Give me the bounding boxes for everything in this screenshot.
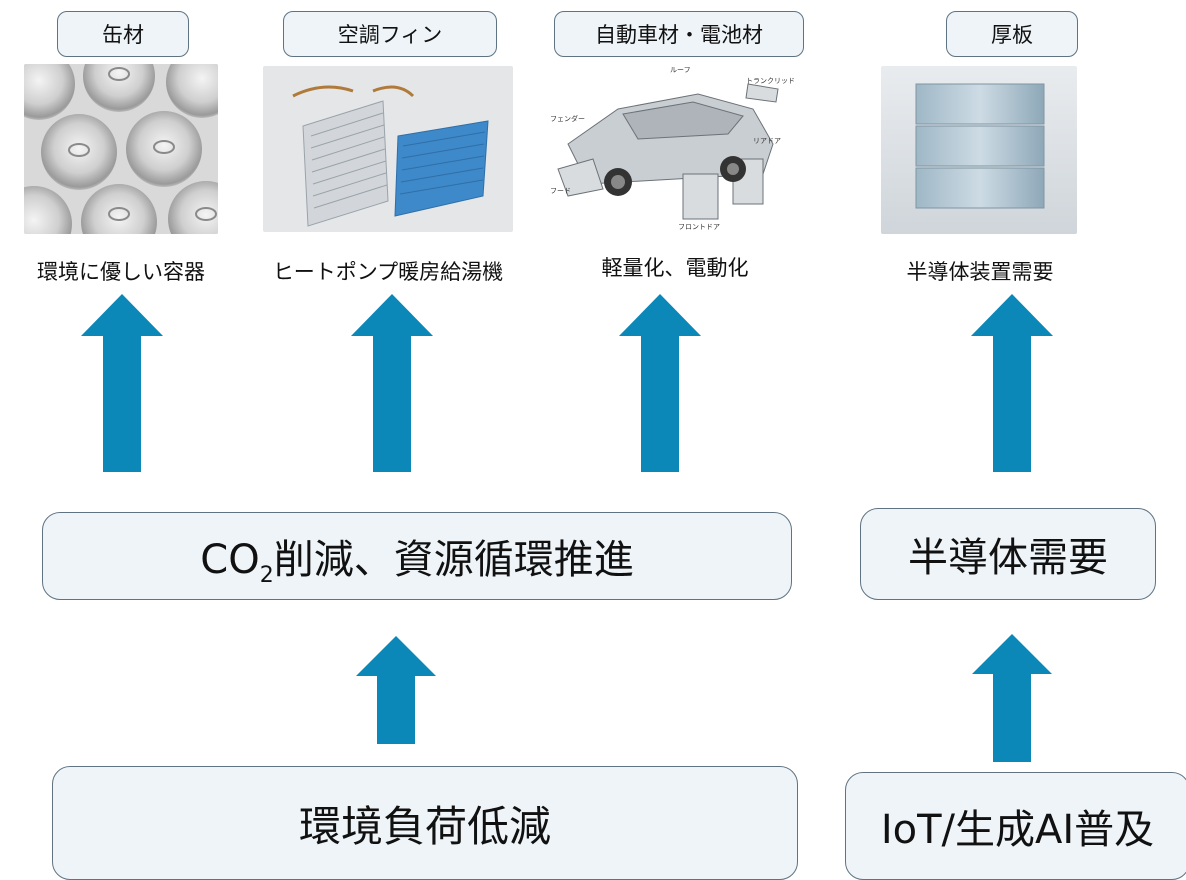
co2-label: CO2削減、資源循環推進	[200, 537, 634, 588]
arrow-up-5	[356, 636, 436, 744]
iot-genai-box: IoT/生成AI普及	[845, 772, 1186, 880]
tag-thick-plate: 厚板	[946, 11, 1078, 57]
caption-semiconductor-equipment: 半導体装置需要	[906, 260, 1054, 284]
tag-automotive-battery: 自動車材・電池材	[554, 11, 804, 57]
heat-exchanger-photo	[263, 66, 513, 232]
car-label-hood: フード	[550, 187, 571, 195]
car-label-fender: フェンダー	[550, 115, 585, 123]
tag-can-material: 缶材	[57, 11, 189, 57]
environmental-load-box: 環境負荷低減	[52, 766, 798, 880]
car-label-roof: ルーフ	[670, 66, 691, 74]
car-label-trunk-lid: トランクリッド	[746, 77, 794, 85]
arrow-up-1	[81, 294, 163, 472]
car-label-front-door: フロントドア	[678, 223, 720, 231]
arrow-up-3	[619, 294, 701, 472]
arrow-up-6	[972, 634, 1052, 762]
semiconductor-demand-box: 半導体需要	[860, 508, 1156, 600]
arrow-up-4	[971, 294, 1053, 472]
tag-aircon-fin: 空調フィン	[283, 11, 497, 57]
aluminum-plates-photo	[881, 66, 1077, 234]
car-label-rear-door: リアドア	[753, 137, 781, 145]
arrow-up-2	[351, 294, 433, 472]
caption-lightweight-electrification: 軽量化、電動化	[601, 256, 749, 280]
caption-eco-container: 環境に優しい容器	[37, 260, 205, 284]
car-body-diagram: ルーフ トランクリッド フェンダー リアドア フード フロントドア	[548, 64, 794, 234]
caption-heat-pump: ヒートポンプ暖房給湯機	[272, 260, 504, 284]
cans-photo	[24, 64, 218, 234]
co2-reduction-box: CO2削減、資源循環推進	[42, 512, 792, 600]
